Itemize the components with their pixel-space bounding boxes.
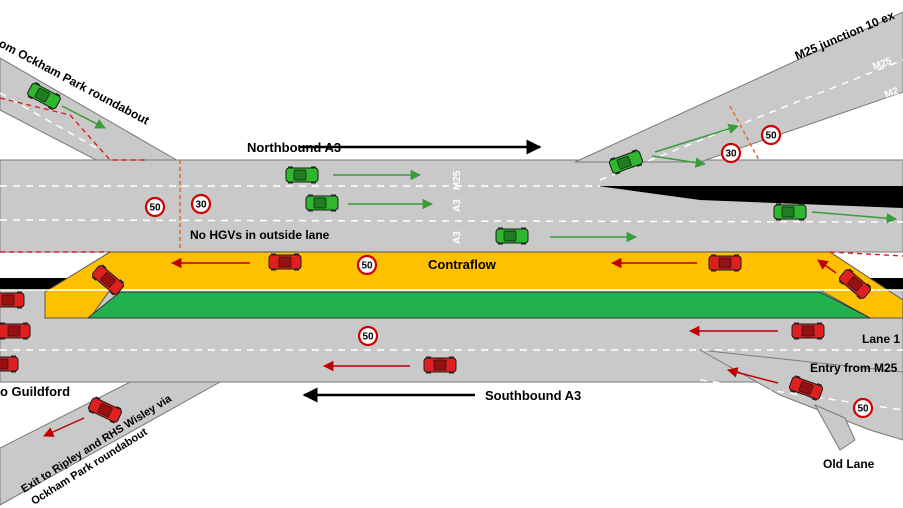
traffic-arrows bbox=[43, 105, 898, 437]
svg-text:50: 50 bbox=[361, 261, 373, 272]
works-boundary bbox=[0, 97, 903, 257]
car-red bbox=[268, 253, 302, 271]
southbound-label: Southbound A3 bbox=[485, 388, 581, 403]
ockham-entry-slip bbox=[0, 57, 182, 163]
guildford-label: o Guildford bbox=[0, 384, 70, 399]
m25-entry-slip bbox=[699, 349, 903, 441]
car-red bbox=[0, 291, 25, 309]
car-green bbox=[285, 166, 319, 184]
car-green bbox=[495, 227, 529, 245]
entry-m25-label: Entry from M25 bbox=[810, 361, 898, 375]
car-red bbox=[0, 322, 31, 340]
m25-marking: M25 bbox=[452, 170, 463, 190]
a3-marking: A3 bbox=[452, 199, 463, 212]
speed-sign: 30 bbox=[190, 193, 212, 215]
speed-sign: 50 bbox=[356, 254, 378, 276]
m25-exit-slip bbox=[574, 11, 903, 163]
svg-text:50: 50 bbox=[149, 203, 161, 214]
northbound-label: Northbound A3 bbox=[247, 140, 341, 155]
lane1-label: Lane 1 bbox=[862, 332, 900, 346]
car-red bbox=[791, 322, 825, 340]
svg-text:30: 30 bbox=[195, 200, 207, 211]
a3-marking: A3 bbox=[452, 231, 463, 244]
speed-sign: 50 bbox=[357, 325, 379, 347]
car-red bbox=[708, 254, 742, 272]
median bbox=[86, 291, 871, 319]
m25-slip-marking: M2 bbox=[883, 86, 900, 101]
svg-text:50: 50 bbox=[765, 131, 777, 142]
speed-signs: 50 30 50 50 30 50 50 bbox=[144, 124, 874, 419]
speed-sign: 50 bbox=[144, 196, 166, 218]
works-limit-lines bbox=[179, 105, 761, 252]
speed-sign: 50 bbox=[760, 124, 782, 146]
car-red bbox=[423, 356, 457, 374]
car-green bbox=[773, 203, 807, 221]
ripley-exit-slip bbox=[0, 381, 222, 506]
old-lane-spur bbox=[813, 403, 856, 451]
speed-sign: 50 bbox=[852, 397, 874, 419]
svg-text:50: 50 bbox=[362, 332, 374, 343]
svg-text:50: 50 bbox=[857, 404, 869, 415]
speed-sign: 30 bbox=[720, 142, 742, 164]
no-hgv-label: No HGVs in outside lane bbox=[190, 228, 330, 242]
slip-gore bbox=[598, 186, 903, 208]
contraflow-label: Contraflow bbox=[428, 257, 497, 272]
old-lane-label: Old Lane bbox=[823, 457, 875, 471]
car-green bbox=[305, 194, 339, 212]
svg-text:30: 30 bbox=[725, 149, 737, 160]
car-red bbox=[0, 355, 19, 373]
